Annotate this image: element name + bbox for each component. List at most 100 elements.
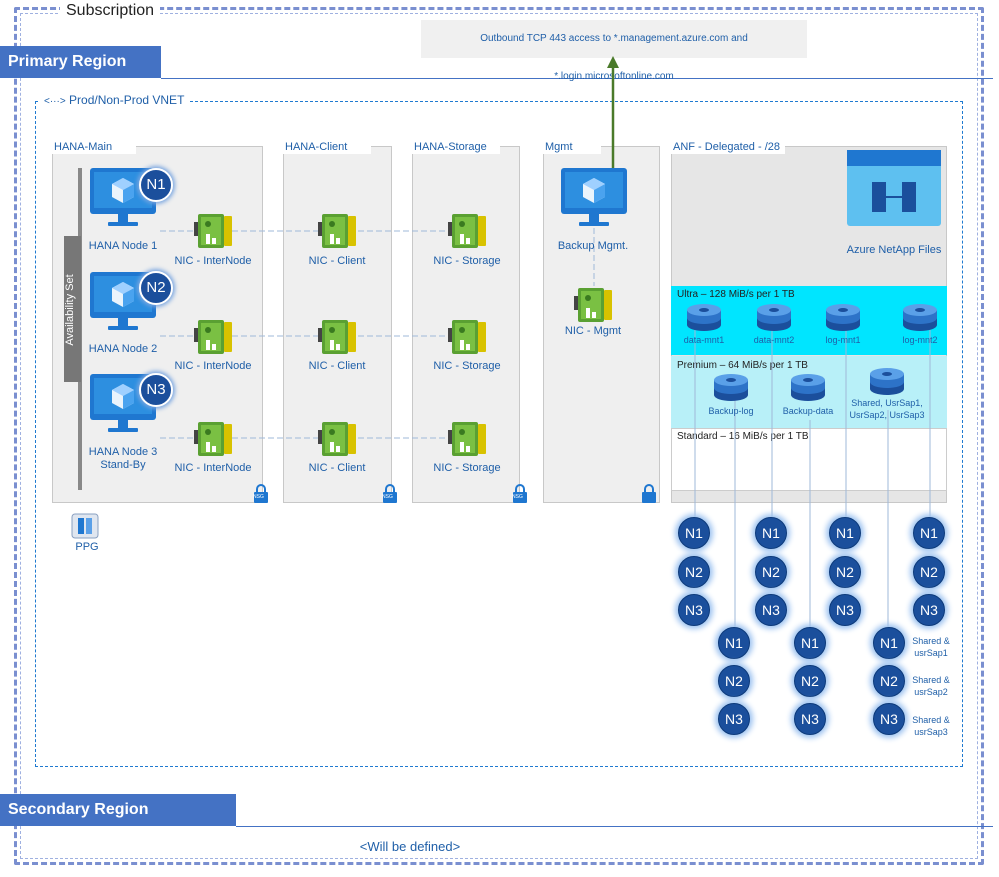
hana-node2-label: HANA Node 2 — [88, 343, 158, 355]
availability-set-label: Availability Set — [64, 274, 76, 346]
backup-mgmt-label: Backup Mgmt. — [557, 240, 629, 252]
anf-premium-label: Premium – 64 MiB/s per 1 TB — [677, 360, 808, 371]
shared-usrsap1-label: Shared & usrSap1 — [912, 636, 950, 658]
mount-badge-n3: N3 — [873, 703, 905, 735]
primary-region-divider — [161, 78, 993, 79]
mount-badge-n2: N2 — [678, 556, 710, 588]
secondary-region-note: <Will be defined> — [359, 839, 461, 854]
mount-badge-n1: N1 — [755, 517, 787, 549]
node1-badge: N1 — [139, 168, 173, 202]
mount-badge-n3: N3 — [755, 594, 787, 626]
subscription-frame — [14, 7, 984, 865]
volume-backup-log-label: Backup-log — [708, 406, 754, 416]
anf-standard-tier — [671, 428, 947, 491]
nic-client-2-icon — [318, 320, 356, 354]
nic-client-1-label: NIC - Client — [308, 255, 366, 267]
shared-usrsap2-label: Shared & usrSap2 — [912, 675, 950, 697]
mount-badge-n1: N1 — [718, 627, 750, 659]
subnet-hana-client-label: HANA-Client — [283, 140, 371, 154]
backup-mgmt-vm-icon — [561, 168, 627, 226]
anf-standard-label: Standard – 16 MiB/s per 1 TB — [677, 431, 809, 442]
nic-connection-lines — [160, 228, 595, 439]
mount-badge-n3: N3 — [829, 594, 861, 626]
azure-netapp-files-logo — [847, 150, 941, 226]
subscription-inner-frame — [20, 13, 978, 859]
nsg-hana-storage-label: NSG — [512, 494, 523, 500]
volume-shared-label: Shared, UsrSap1, UsrSap2, UsrSap3 — [849, 398, 925, 420]
vnet-icon: <···> — [44, 96, 66, 107]
ppg-icon — [71, 513, 99, 539]
volume-log-mnt2-label: log-mnt2 — [902, 335, 938, 345]
volume-log-mnt1-icon — [826, 304, 860, 331]
subscription-title: Subscription — [60, 2, 161, 20]
volume-data-mnt2-label: data-mnt2 — [753, 335, 795, 345]
anf-ultra-label: Ultra – 128 MiB/s per 1 TB — [677, 289, 795, 300]
volume-backup-data-icon — [791, 374, 825, 401]
node2-badge: N2 — [139, 271, 173, 305]
subnet-hana-main-label: HANA-Main — [52, 140, 136, 154]
nic-client-3-label: NIC - Client — [308, 462, 366, 474]
outbound-access-note: Outbound TCP 443 access to *.management.… — [421, 20, 807, 82]
volume-data-mnt1-icon — [687, 304, 721, 331]
nic-storage-3-icon — [448, 422, 486, 456]
mount-badge-n3: N3 — [718, 703, 750, 735]
nsg-hana-client-label: NSG — [382, 494, 393, 500]
nic-client-1-icon — [318, 214, 356, 248]
volume-log-mnt2-icon — [903, 304, 937, 331]
volume-data-mnt1-label: data-mnt1 — [683, 335, 725, 345]
nic-storage-1-label: NIC - Storage — [433, 255, 501, 267]
nic-client-3-icon — [318, 422, 356, 456]
availability-set-bar — [64, 236, 81, 382]
nic-storage-2-label: NIC - Storage — [433, 360, 501, 372]
subnet-hana-storage-label: HANA-Storage — [412, 140, 500, 154]
mgmt-lock-icon — [641, 484, 657, 504]
volume-shared-icon — [870, 368, 904, 395]
node3-badge: N3 — [139, 373, 173, 407]
nic-mgmt-label: NIC - Mgmt — [564, 325, 622, 337]
mount-badge-n2: N2 — [755, 556, 787, 588]
mount-badge-n1: N1 — [913, 517, 945, 549]
nic-mgmt-icon — [574, 288, 612, 322]
volume-log-mnt1-label: log-mnt1 — [825, 335, 861, 345]
nic-internode-3-icon — [194, 422, 232, 456]
mount-badge-n3: N3 — [913, 594, 945, 626]
nic-internode-1-label: NIC - InterNode — [174, 255, 252, 267]
volume-backup-log-icon — [714, 374, 748, 401]
mount-badge-n2: N2 — [718, 665, 750, 697]
nic-internode-3-label: NIC - InterNode — [174, 462, 252, 474]
volume-backup-data-label: Backup-data — [782, 406, 834, 416]
mount-badge-n2: N2 — [873, 665, 905, 697]
anf-title: Azure NetApp Files — [846, 244, 942, 256]
mount-badge-n3: N3 — [794, 703, 826, 735]
shared-usrsap3-label: Shared & usrSap3 — [912, 715, 950, 737]
mount-badge-n1: N1 — [873, 627, 905, 659]
volume-data-mnt2-icon — [757, 304, 791, 331]
mount-badge-n1: N1 — [794, 627, 826, 659]
mount-badge-n3: N3 — [678, 594, 710, 626]
nic-storage-1-icon — [448, 214, 486, 248]
hana-node1-label: HANA Node 1 — [88, 240, 158, 252]
outbound-arrow-head — [607, 56, 619, 68]
secondary-region-divider — [236, 826, 993, 827]
hana-node3-label: HANA Node 3 Stand-By — [88, 446, 158, 471]
mount-badge-n1: N1 — [829, 517, 861, 549]
nic-client-2-label: NIC - Client — [308, 360, 366, 372]
nsg-hana-main-label: NSG — [253, 494, 264, 500]
nic-internode-2-icon — [194, 320, 232, 354]
vnet-frame — [35, 101, 963, 767]
mount-badge-n1: N1 — [678, 517, 710, 549]
primary-region-title: Primary Region — [0, 46, 161, 78]
nic-internode-2-label: NIC - InterNode — [174, 360, 252, 372]
nic-storage-3-label: NIC - Storage — [433, 462, 501, 474]
subnet-anf-label: ANF - Delegated - /28 — [671, 140, 785, 154]
mount-badge-n2: N2 — [794, 665, 826, 697]
secondary-region-title: Secondary Region — [0, 794, 236, 826]
ppg-label: PPG — [75, 541, 99, 553]
mount-badge-n2: N2 — [913, 556, 945, 588]
subnet-mgmt-label: Mgmt — [543, 140, 601, 154]
nic-storage-2-icon — [448, 320, 486, 354]
anf-mount-lines — [694, 330, 931, 628]
mount-badge-n2: N2 — [829, 556, 861, 588]
vnet-title-text: Prod/Non-Prod VNET — [69, 93, 185, 107]
